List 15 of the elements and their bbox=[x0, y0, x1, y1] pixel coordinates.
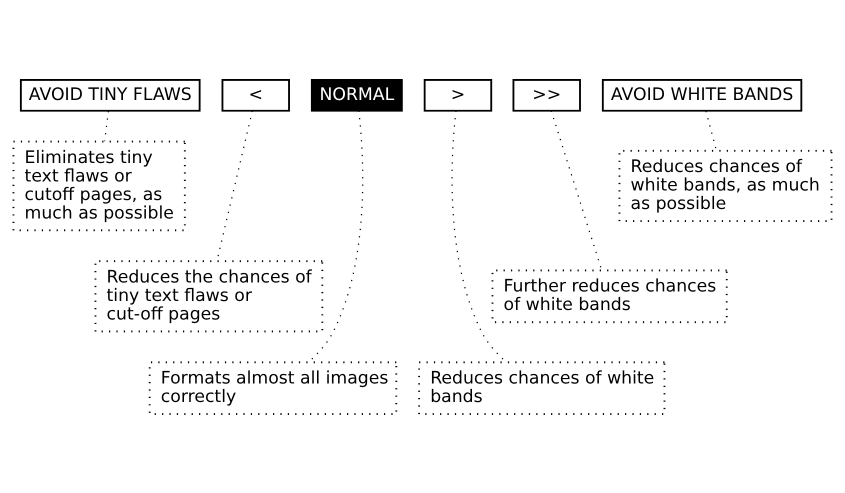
node-box: Eliminates tiny text flaws or cutoff pages, as much as possible bbox=[12, 140, 186, 231]
node-box: Reduces chances of white bands bbox=[418, 360, 666, 414]
node-box: NORMAL bbox=[310, 78, 403, 112]
node-box: > bbox=[424, 78, 492, 112]
node-box: Formats almost all images correctly bbox=[148, 360, 398, 414]
node-box: < bbox=[222, 78, 290, 112]
node-box: Reduces the chances of tiny text flaws or cut-off pages bbox=[94, 260, 324, 332]
node-box: >> bbox=[512, 78, 581, 112]
connector bbox=[705, 110, 718, 150]
connector bbox=[104, 110, 110, 141]
node-box: Reduces chances of white bands, as much as possible bbox=[618, 149, 832, 222]
node-box: AVOID WHITE BANDS bbox=[602, 78, 802, 112]
node-box: AVOID TINY FLAWS bbox=[20, 78, 201, 112]
connector bbox=[550, 110, 602, 270]
node-box: Further reduces chances of white bands bbox=[492, 269, 728, 323]
